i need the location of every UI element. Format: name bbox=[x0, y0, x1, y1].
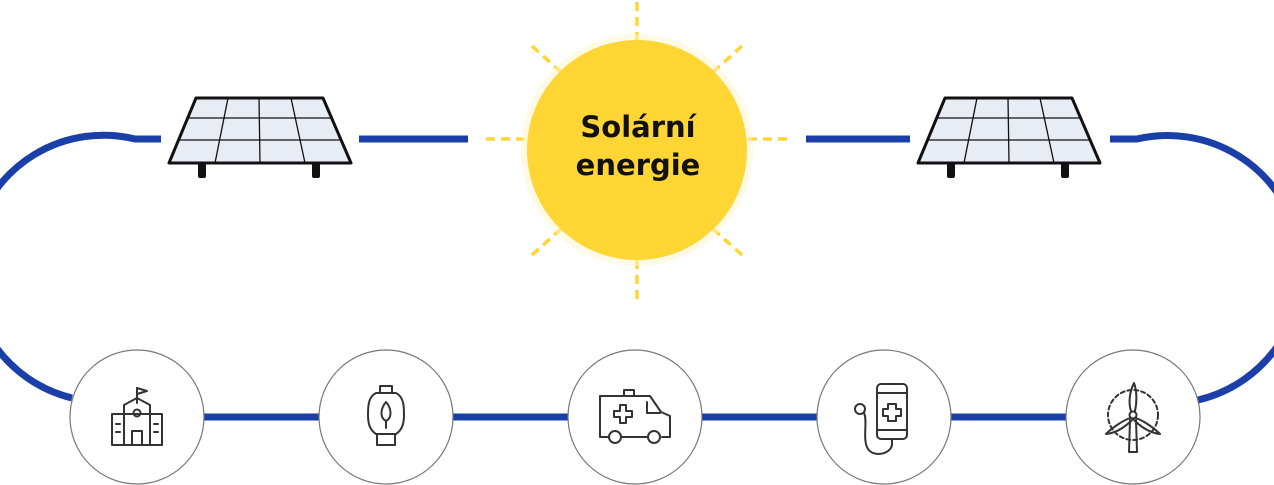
sun-disc bbox=[527, 40, 747, 260]
solar-panel-left-icon bbox=[167, 96, 353, 178]
gas-lantern-icon bbox=[367, 385, 405, 446]
wind-turbine-icon bbox=[1105, 382, 1161, 453]
sun-title-line-1: Solární bbox=[580, 110, 696, 144]
sun-title-line-2: energie bbox=[575, 148, 701, 182]
sun-title: Solární energie bbox=[528, 108, 748, 184]
device-circle-lantern bbox=[318, 349, 454, 485]
ambulance-icon bbox=[599, 389, 671, 444]
solar-panel-right-icon bbox=[916, 96, 1102, 178]
left-loop-line bbox=[0, 131, 161, 402]
device-circle-ambulance bbox=[567, 349, 703, 485]
sun bbox=[486, 2, 790, 300]
device-circle-wind bbox=[1065, 349, 1201, 485]
school-icon bbox=[111, 387, 163, 446]
right-loop-line bbox=[1110, 131, 1274, 404]
medical-phone-icon bbox=[854, 383, 908, 455]
